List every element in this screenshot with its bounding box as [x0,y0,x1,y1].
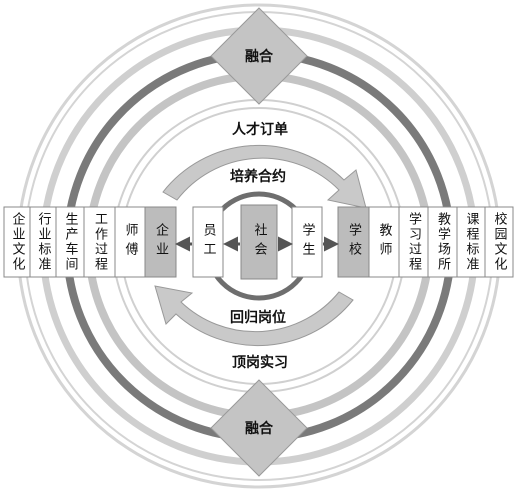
text-industry-standard: 行业标准 [35,212,51,272]
text-student: 学生 [299,223,315,261]
text-enterprise-culture: 企业文化 [9,212,25,272]
text-campus-culture: 校园文化 [491,212,507,272]
left-boxes [3,206,177,278]
box-society [240,204,278,280]
label-internship: 顶岗实习 [232,354,288,371]
diamond-bottom: 融合 [210,379,308,477]
box-industry-standard [29,206,57,278]
label-cultivation-contract: 培养合约 [230,168,286,185]
text-teacher: 教师 [376,223,392,261]
text-society: 社会 [251,223,267,261]
box-campus-culture [484,206,514,278]
text-learning-process: 学习过程 [406,212,421,272]
box-student [291,206,323,278]
arrow-return [154,285,354,347]
diamond-top-label: 融合 [245,48,274,65]
diamond-bottom-label: 融合 [245,420,274,437]
box-school [337,206,370,278]
box-enterprise-culture [3,206,31,278]
text-course-standard: 课程标准 [463,212,479,272]
label-return-position: 回归岗位 [230,309,286,326]
label-talent-order: 人才订单 [232,121,288,138]
diamond-top: 融合 [210,7,308,105]
box-master [114,206,146,278]
text-master: 师傅 [122,223,138,261]
text-teaching-place: 教学场所 [435,212,450,272]
right-boxes [337,206,514,278]
text-work-process: 工作过程 [92,212,107,272]
box-employee [192,206,224,278]
text-school: 学校 [346,223,361,261]
text-employee: 员工 [200,223,216,261]
text-production-workshop: 生产车间 [62,212,78,272]
box-teaching-place [427,206,458,278]
text-enterprise: 企业 [153,223,168,261]
box-learning-process [398,206,429,278]
